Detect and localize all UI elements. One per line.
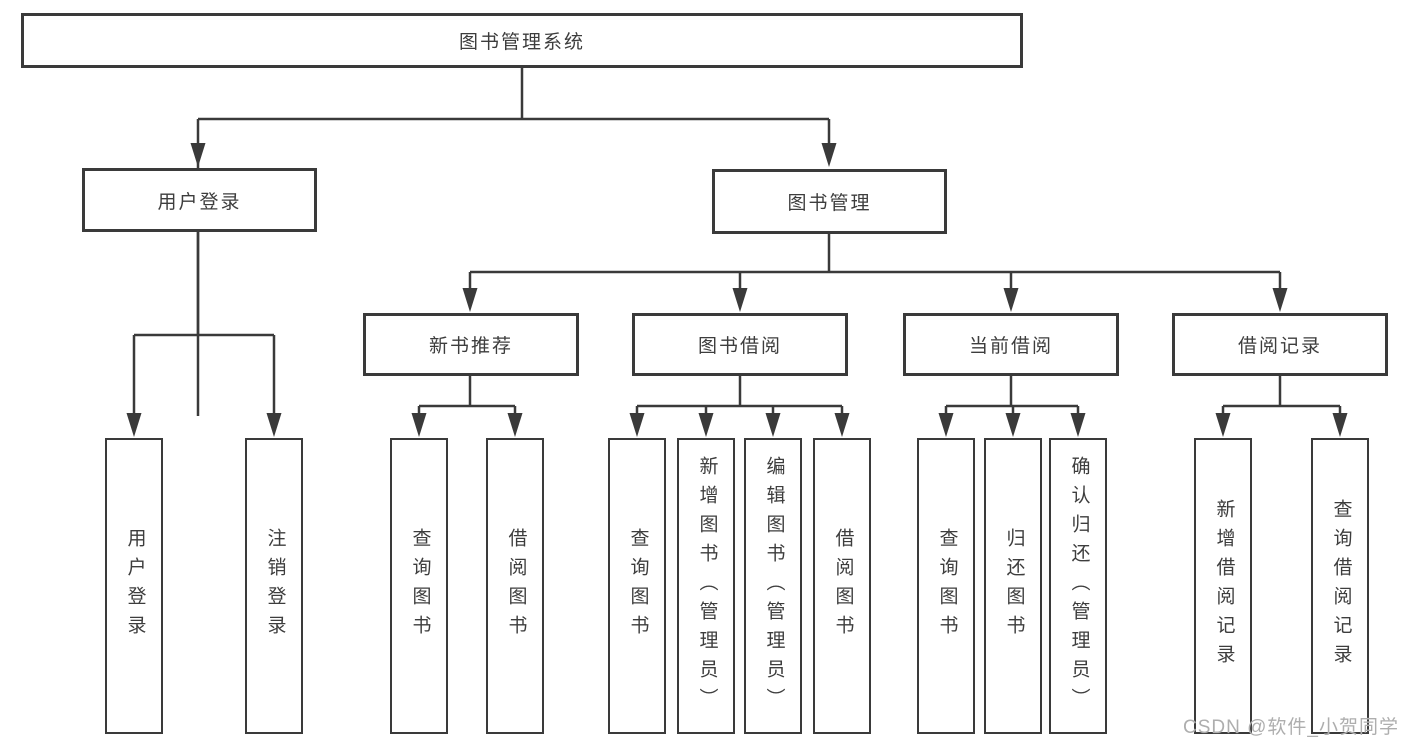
leaf-label: 查询图书 [409,528,431,644]
node-user-login: 用户登录 [82,168,317,232]
arrow-down-icon [1272,288,1288,312]
node-book-borrow: 图书借阅 [632,313,848,376]
connector-newbook-branch [417,376,517,418]
arrow-down-icon [507,413,523,437]
leaf-query-borrow-record: 查询借阅记录 [1311,438,1369,734]
node-book-management: 图书管理 [712,169,947,234]
arrow-down-icon [629,413,645,437]
leaf-label: 借阅图书 [505,528,527,644]
leaf-query-books-borrow: 查询图书 [608,438,666,734]
arrow-down-icon [1070,413,1086,437]
arrow-down-icon [698,413,714,437]
leaf-label: 确认归还（管理员） [1068,455,1090,717]
arrow-down-icon [765,413,781,437]
leaf-label: 新增借阅记录 [1213,499,1235,673]
arrow-down-icons [126,143,1348,437]
leaf-edit-book-admin: 编辑图书（管理员） [744,438,802,734]
connector-current-branch [944,376,1080,418]
leaf-query-books-newbook: 查询图书 [390,438,448,734]
arrow-down-icon [1005,413,1021,437]
arrow-down-icon [1215,413,1231,437]
leaf-label: 新增图书（管理员） [696,455,718,717]
arrow-down-icon [1003,288,1019,312]
csdn-watermark: CSDN @软件_小贺同学 [1183,717,1399,738]
leaf-borrow-books-borrow: 借阅图书 [813,438,871,734]
connector-root [196,68,831,416]
connector-borrow-branch [635,376,844,418]
leaf-borrow-books-newbook: 借阅图书 [486,438,544,734]
leaf-label: 注销登录 [264,528,286,644]
node-borrow-records: 借阅记录 [1172,313,1388,376]
arrow-down-icon [266,413,282,437]
leaf-confirm-return-admin: 确认归还（管理员） [1049,438,1107,734]
node-new-book-recommend: 新书推荐 [363,313,579,376]
node-current-borrow: 当前借阅 [903,313,1119,376]
arrow-down-icon [821,143,837,167]
arrow-down-icon [190,143,206,167]
arrow-down-icon [462,288,478,312]
leaf-user-login: 用户登录 [105,438,163,734]
arrow-down-icon [732,288,748,312]
leaf-label: 归还图书 [1003,528,1025,644]
node-library-management-system: 图书管理系统 [21,13,1023,68]
connector-user-branch [132,232,276,418]
arrow-down-icon [126,413,142,437]
leaf-query-books-current: 查询图书 [917,438,975,734]
leaf-return-book: 归还图书 [984,438,1042,734]
connector-management-branch [468,234,1282,294]
leaf-add-book-admin: 新增图书（管理员） [677,438,735,734]
leaf-label: 借阅图书 [832,528,854,644]
connector-records-branch [1221,376,1342,418]
leaf-label: 用户登录 [124,528,146,644]
leaf-label: 查询借阅记录 [1330,499,1352,673]
arrow-down-icon [834,413,850,437]
arrow-down-icon [938,413,954,437]
arrow-down-icon [1332,413,1348,437]
leaf-label: 查询图书 [627,528,649,644]
leaf-logout: 注销登录 [245,438,303,734]
leaf-label: 编辑图书（管理员） [763,455,785,717]
arrow-down-icon [411,413,427,437]
leaf-add-borrow-record: 新增借阅记录 [1194,438,1252,734]
leaf-label: 查询图书 [936,528,958,644]
